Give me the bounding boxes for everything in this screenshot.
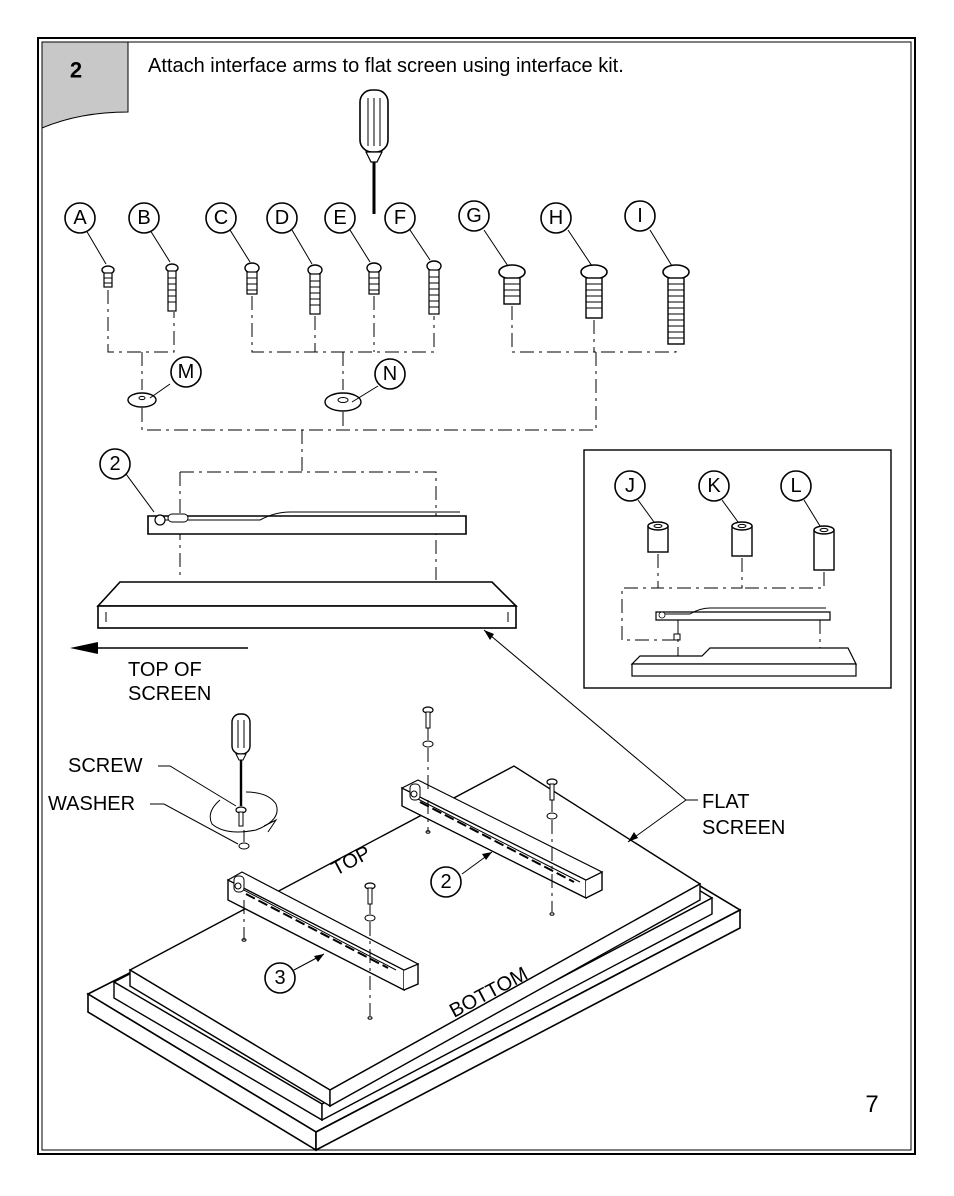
label-d: D (275, 207, 289, 229)
step-number: 2 (70, 58, 82, 83)
screw-b-icon (165, 263, 179, 312)
screw-label-circles: A B C D E F G H I (64, 200, 656, 234)
label-c: C (214, 207, 228, 229)
label-m: M (178, 361, 195, 383)
spacer-inset: J K L (583, 449, 892, 689)
label-a: A (73, 207, 87, 229)
grouping-lines (107, 290, 677, 472)
flat-screen-label-line2: SCREEN (702, 817, 785, 839)
flat-screen-side (96, 581, 518, 629)
interface-arm-lower (226, 871, 420, 992)
label-h: H (549, 207, 563, 229)
screw-h-icon (580, 264, 608, 319)
screw-g-icon (498, 264, 526, 305)
label-n: N (383, 363, 397, 385)
label-e: E (333, 207, 346, 229)
washer-n-icon (324, 392, 362, 412)
page-frame-outer (37, 37, 916, 1155)
label-b: B (137, 207, 150, 229)
mounting-screws-3d (364, 706, 558, 1020)
spacer-j-icon (647, 521, 669, 553)
spacer-l-icon (813, 525, 835, 571)
screw-c-icon (244, 262, 260, 295)
top-of-screen-line2: SCREEN (128, 683, 211, 705)
step-instruction: Attach interface arms to flat screen usi… (148, 55, 624, 77)
label-f: F (394, 207, 406, 229)
interface-arm-side (147, 471, 467, 580)
page-number: 7 (865, 1091, 878, 1118)
washer-m-icon (127, 392, 157, 408)
label-j: J (625, 475, 635, 497)
callout-arm-top: 2 (109, 453, 120, 475)
small-screwdriver-icon (231, 713, 251, 806)
top-of-screen-arrow-icon (70, 642, 248, 654)
flat-screen-label-line1: FLAT (702, 791, 749, 813)
screw-a-icon (101, 265, 115, 288)
callout-arm-upper: 2 (440, 871, 451, 893)
label-k: K (707, 475, 721, 497)
top-of-screen-line1: TOP OF (128, 659, 202, 681)
label-g: G (466, 205, 482, 227)
page-frame-inner (41, 41, 912, 1151)
screw-label: SCREW (68, 755, 143, 777)
label-i: I (637, 205, 643, 227)
screw-i-icon (662, 264, 690, 345)
screw-d-icon (307, 264, 323, 315)
screw-set (101, 260, 690, 345)
callout-arm-lower: 3 (274, 967, 285, 989)
step-tab (41, 41, 129, 129)
spacer-k-icon (731, 521, 753, 557)
screwdriver-icon (359, 89, 389, 214)
screw-e-icon (366, 262, 382, 295)
washer-label: WASHER (48, 793, 135, 815)
screw-leaders (85, 229, 673, 267)
screw-f-icon (426, 260, 442, 315)
rotation-arrow-icon (209, 791, 278, 850)
flat-screen-3d (86, 765, 742, 1152)
label-l: L (790, 475, 801, 497)
